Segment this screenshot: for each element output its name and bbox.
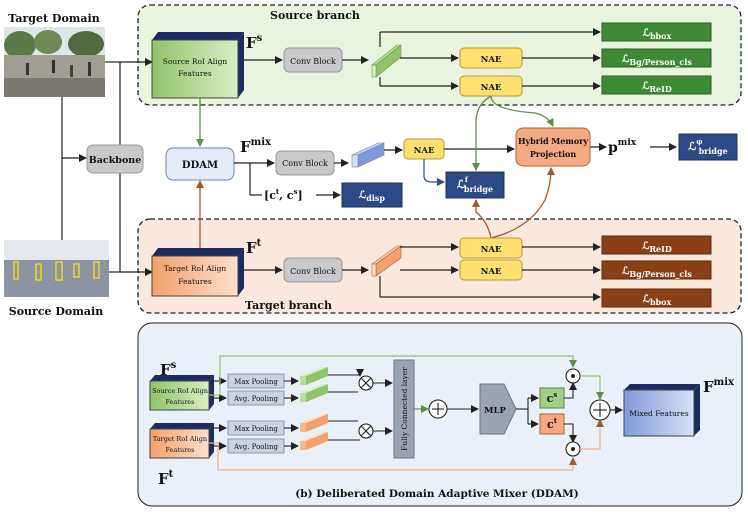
hybrid-memory-projection — [515, 127, 591, 167]
cs-text: cs — [547, 390, 558, 405]
ddam-block-label: DDAM — [182, 160, 218, 171]
target-feature-vector — [371, 245, 402, 277]
avg-pooling-target-label: Avg. Pooling — [233, 443, 278, 451]
ddam-target-roi-line1: Target RoI Align — [153, 435, 207, 443]
conv-block-mix-label: Conv Block — [282, 159, 328, 168]
conv-block-source-label: Conv Block — [290, 57, 336, 66]
multiply-source — [358, 375, 374, 391]
loss-disp-text: ℒdisp — [359, 190, 385, 203]
ddam-fmix-symbol: Fmix — [703, 377, 735, 396]
loss-target-bbox-text: ℒbbox — [643, 294, 672, 307]
ddam-target-max-vector — [300, 414, 328, 432]
target-roi-top-line2: Features — [178, 277, 212, 286]
source-roi-top-line1: Source RoI Align — [163, 57, 228, 66]
nae-target-1-label: NAE — [481, 245, 502, 255]
mixed-features-block — [623, 389, 695, 437]
source-feature-vector — [371, 44, 402, 78]
loss-target-reid — [601, 235, 712, 255]
loss-source-bbox-text: ℒbbox — [643, 28, 672, 41]
mlp-block — [479, 383, 517, 435]
ddam-source-roi-line2: Features — [166, 398, 195, 406]
loss-bridge-f — [445, 171, 505, 199]
nae-target-1 — [459, 237, 523, 259]
backbone-block — [86, 144, 144, 174]
source-roi-features-top — [151, 39, 239, 99]
max-pooling-target-label: Max Pooling — [234, 425, 278, 433]
multiply-target — [358, 423, 374, 439]
source-roi-top-line2: Features — [178, 69, 212, 78]
ft-symbol: Ft — [246, 238, 262, 257]
avg-pooling-source-label: Avg. Pooling — [233, 395, 278, 403]
max-pooling-source-label: Max Pooling — [234, 378, 278, 386]
loss-source-bbox — [601, 22, 712, 42]
loss-source-reid — [601, 75, 712, 95]
hybrid-memory-line2: Projection — [530, 149, 576, 159]
add-mix — [589, 399, 611, 421]
dot-product-source — [565, 368, 581, 384]
ddam-source-avg-vector — [300, 384, 328, 402]
target-roi-top-line1: Target RoI Align — [164, 264, 227, 273]
fmix-symbol: Fmix — [240, 137, 272, 156]
loss-source-bg-person-text: ℒBg/Person_cls — [622, 54, 692, 67]
nae-mix-label: NAE — [414, 146, 435, 156]
ddam-source-max-vector — [300, 367, 328, 385]
ddam-caption: (b) Deliberated Domain Adaptive Mixer (D… — [295, 488, 578, 500]
ddam-target-roi-features — [149, 428, 210, 459]
nae-source-2-label: NAE — [481, 83, 502, 93]
source-branch-label: Source branch — [270, 9, 360, 22]
ddam-source-roi-line1: Source RoI Align — [152, 387, 208, 395]
ddam-target-roi-line2: Features — [166, 446, 195, 454]
mix-feature-vector — [351, 142, 385, 168]
backbone-label: Backbone — [89, 155, 141, 166]
loss-target-bbox — [601, 288, 712, 308]
ddam-block — [165, 147, 235, 181]
fully-connected-label: Fully Connected layer — [400, 367, 409, 451]
source-branch-region — [137, 4, 742, 106]
fs-symbol: Fs — [246, 33, 263, 52]
target-roi-features-top — [151, 255, 239, 297]
dot-product-target — [565, 441, 581, 457]
ct-text: ct — [547, 416, 558, 431]
loss-source-bg-person — [601, 48, 712, 68]
source-domain-image — [4, 240, 109, 297]
ddam-ft-symbol: Ft — [158, 469, 174, 488]
hybrid-memory-line1: Hybrid Memory — [518, 136, 588, 146]
conv-block-target-label: Conv Block — [290, 267, 336, 276]
mixed-features-label: Mixed Features — [629, 409, 689, 418]
target-domain-label: Target Domain — [8, 12, 99, 25]
add-fc — [428, 399, 448, 419]
nae-source-1-label: NAE — [481, 55, 502, 65]
mlp-label: MLP — [484, 406, 506, 416]
pmix-symbol: pmix — [608, 138, 637, 156]
nae-target-2-label: NAE — [481, 267, 502, 277]
loss-bridge-phi — [678, 133, 738, 161]
ddam-target-avg-vector — [300, 432, 328, 450]
target-domain-image — [4, 27, 105, 97]
source-domain-label: Source Domain — [9, 305, 103, 318]
target-branch-label: Target branch — [245, 299, 332, 312]
ddam-fs-symbol: Fs — [160, 360, 177, 379]
ct-cs-symbol: [ct, cs] — [264, 187, 303, 202]
ddam-source-roi-features — [149, 380, 210, 411]
target-branch-region — [137, 218, 742, 314]
loss-source-reid-text: ℒReID — [642, 81, 672, 94]
loss-disp — [341, 182, 403, 208]
loss-target-bg-person-text: ℒBg/Person_cls — [622, 266, 692, 279]
loss-target-reid-text: ℒReID — [642, 241, 672, 254]
loss-target-bg-person — [601, 260, 712, 280]
